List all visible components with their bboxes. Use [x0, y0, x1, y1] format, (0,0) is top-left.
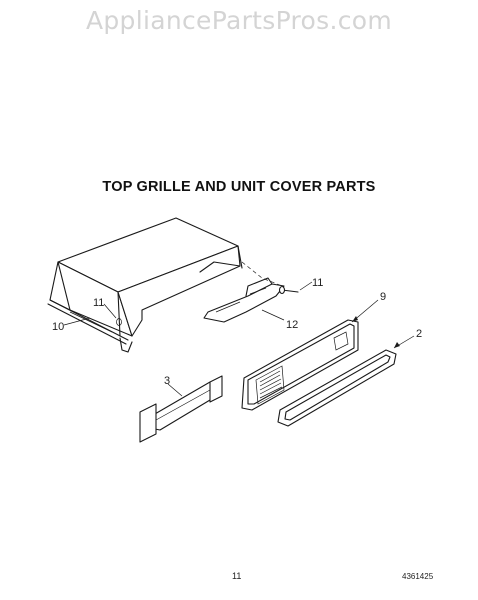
callout-9: 9 [380, 291, 386, 303]
callout-10: 10 [52, 321, 64, 333]
callout-2: 2 [416, 328, 422, 340]
grille-panel-part-9 [241, 319, 359, 411]
page-number: 11 [232, 571, 242, 581]
bracket-part-12 [203, 277, 285, 323]
document-part-number: 4361425 [402, 572, 434, 581]
screw-part-11 [278, 285, 299, 295]
diagram-title: TOP GRILLE AND UNIT COVER PARTS [102, 179, 376, 195]
watermark: AppliancePartsPros.com [85, 6, 393, 35]
callout-11-top: 11 [312, 277, 323, 289]
callout-12: 12 [286, 319, 298, 331]
callout-3: 3 [164, 375, 170, 387]
callout-11-left: 11 [93, 297, 104, 309]
leader-lines [63, 281, 415, 397]
unit-cover-part-10 [47, 217, 243, 353]
frame-part-2 [277, 349, 397, 427]
support-rail-part-3 [139, 375, 223, 443]
